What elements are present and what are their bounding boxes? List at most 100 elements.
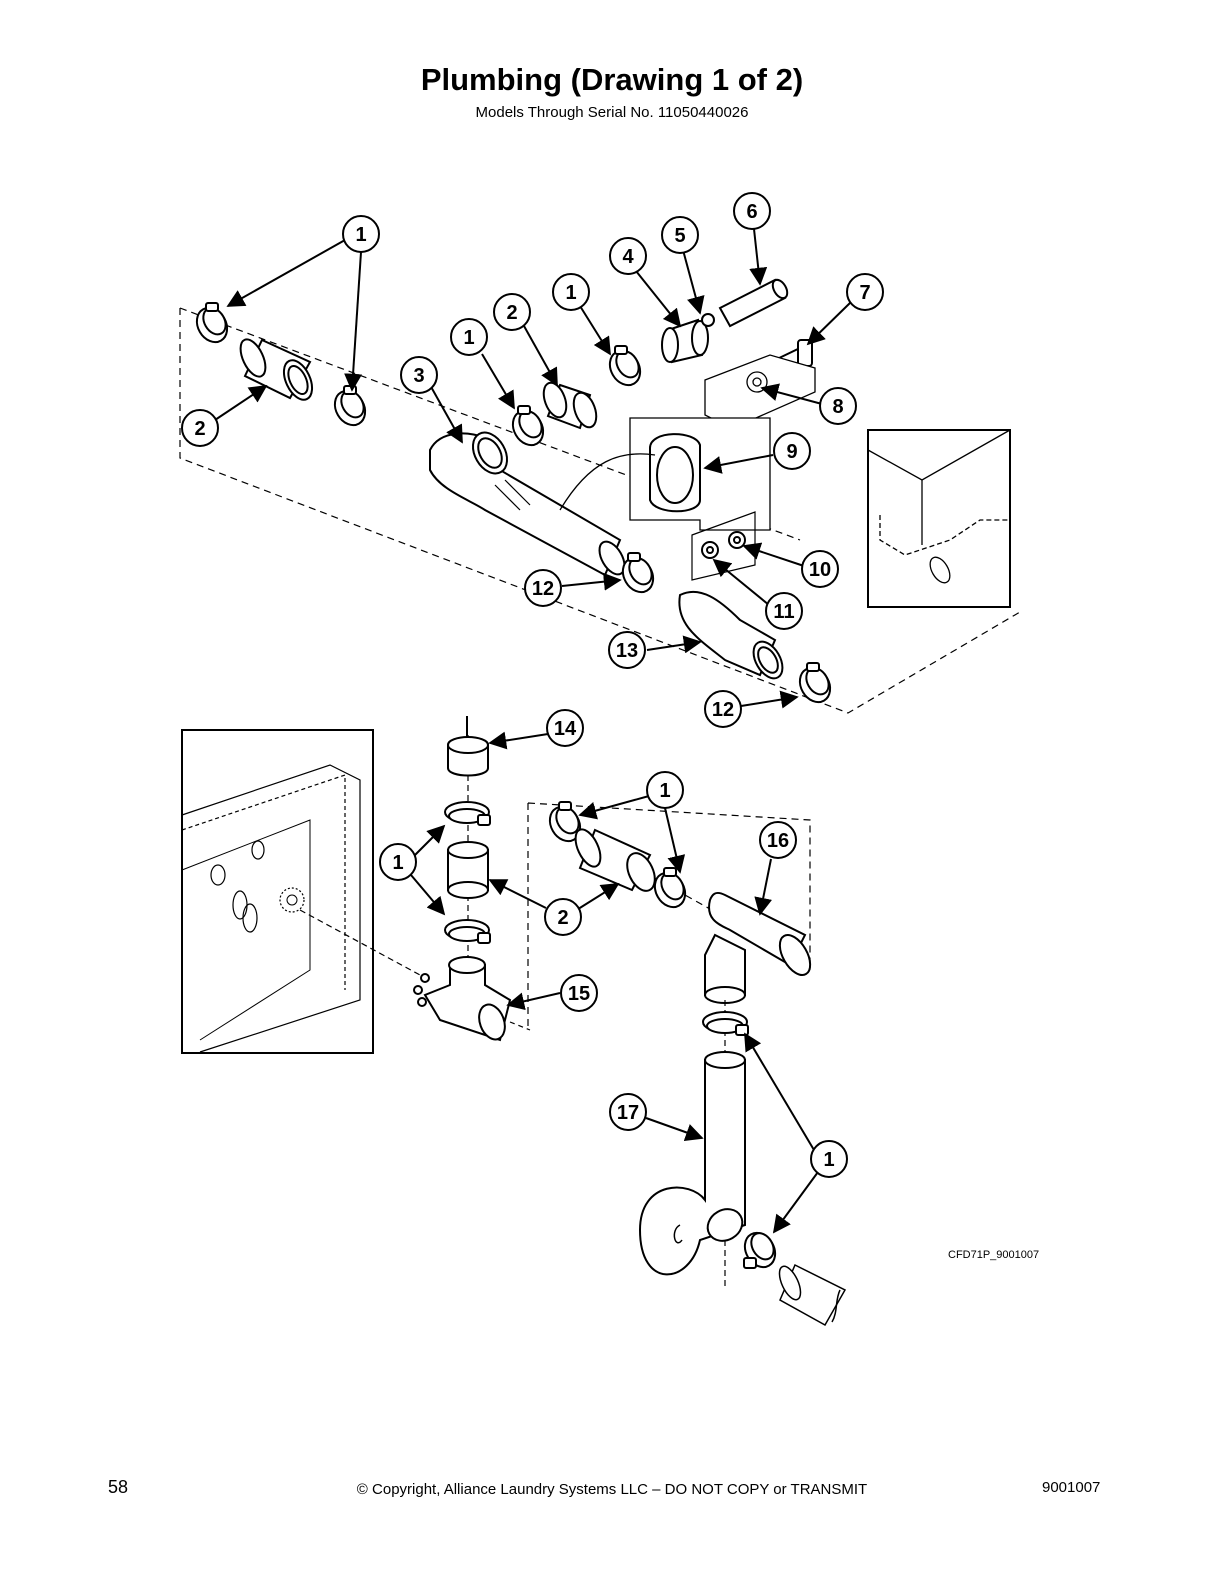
drain-pipe-part (778, 1263, 847, 1327)
callout-16: 16 (759, 821, 797, 859)
upper-assembly-outline (179, 307, 1021, 714)
callout-label: 9 (786, 441, 797, 463)
callout-1: 1 (342, 215, 380, 253)
callout-circle (400, 356, 438, 394)
callout-15: 15 (560, 974, 598, 1012)
callout-label: 10 (809, 559, 831, 581)
plug-part (447, 716, 489, 777)
callout-label: 1 (392, 852, 403, 874)
callout-1: 1 (646, 771, 684, 809)
callout-circle (765, 592, 803, 630)
leader-lines (214, 228, 852, 1234)
callout-circle (846, 273, 884, 311)
callout-circle (733, 192, 771, 230)
hose-clamp-part (511, 405, 545, 447)
callout-10: 10 (801, 550, 839, 588)
callout-circle (759, 821, 797, 859)
inset-detail-left (181, 729, 421, 1054)
callout-label: 15 (568, 983, 590, 1005)
hose-clamp-part (444, 801, 491, 826)
callout-12: 12 (704, 690, 742, 728)
callout-circle (801, 550, 839, 588)
callout-9: 9 (773, 432, 811, 470)
callout-12: 12 (524, 569, 562, 607)
callout-14: 14 (546, 709, 584, 747)
callout-label: 14 (554, 718, 577, 740)
page-number: 58 (108, 1477, 129, 1497)
callout-circle (704, 690, 742, 728)
callout-label: 7 (859, 282, 870, 304)
callout-circle (810, 1140, 848, 1178)
callout-circle (773, 432, 811, 470)
callout-label: 13 (616, 640, 638, 662)
page-title: Plumbing (Drawing 1 of 2) (420, 62, 804, 97)
callout-8: 8 (819, 387, 857, 425)
hose-clamp-part (621, 552, 655, 594)
reducer-hose-part (678, 590, 784, 680)
callout-7: 7 (846, 273, 884, 311)
callout-label: 5 (674, 225, 685, 247)
hose-clamp-part (653, 867, 687, 909)
coupling-hose-part (447, 841, 489, 899)
callout-label: 1 (659, 780, 670, 802)
drawing-code: CFD71P_9001007 (948, 1249, 1040, 1261)
hose-clamp-part (743, 1231, 777, 1269)
callout-label: 4 (622, 246, 634, 268)
callout-17: 17 (609, 1093, 647, 1131)
callout-1: 1 (450, 318, 488, 356)
elbow-pipe-part (429, 431, 626, 577)
end-cap-part (661, 318, 709, 364)
callout-label: 2 (194, 418, 205, 440)
callout-circle (450, 318, 488, 356)
hose-clamp-part (195, 302, 229, 344)
callout-label: 16 (767, 830, 789, 852)
tube-part (718, 278, 789, 328)
callout-11: 11 (765, 592, 803, 630)
callout-label: 11 (773, 601, 794, 623)
callout-circle (546, 709, 584, 747)
callout-circle (493, 293, 531, 331)
page-subtitle: Models Through Serial No. 11050440026 (475, 104, 749, 121)
upper-parts (195, 278, 832, 704)
callout-circle (609, 237, 647, 275)
lower-parts (413, 716, 847, 1327)
standpipe-part (638, 1051, 746, 1276)
ring-part (701, 313, 715, 327)
coupling-hose-part (574, 828, 656, 892)
hose-clamp-part (548, 801, 582, 843)
nut-part (701, 541, 719, 559)
hose-clamp-part (798, 662, 832, 704)
callout-circle (819, 387, 857, 425)
callout-1: 1 (379, 843, 417, 881)
callout-circle (608, 631, 646, 669)
document-number: 9001007 (1042, 1479, 1101, 1496)
callout-13: 13 (608, 631, 646, 669)
callout-2: 2 (493, 293, 531, 331)
callout-2: 2 (544, 898, 582, 936)
callout-label: 1 (463, 327, 474, 349)
callout-circle (646, 771, 684, 809)
callout-label: 2 (557, 907, 568, 929)
callout-circle (544, 898, 582, 936)
coupling-hose-part (542, 381, 598, 430)
callout-label: 12 (712, 699, 734, 721)
callout-circle (342, 215, 380, 253)
callout-2: 2 (181, 409, 219, 447)
callout-4: 4 (609, 237, 647, 275)
callout-circle (524, 569, 562, 607)
tee-pipe-part (704, 891, 812, 1004)
washer-part (728, 531, 746, 549)
callout-label: 12 (532, 578, 554, 600)
callout-circle (552, 273, 590, 311)
callout-label: 2 (506, 302, 517, 324)
callout-label: 1 (823, 1149, 834, 1171)
callout-label: 1 (355, 224, 366, 246)
callout-circle (181, 409, 219, 447)
callout-3: 3 (400, 356, 438, 394)
callout-label: 3 (413, 365, 424, 387)
callout-circle (379, 843, 417, 881)
detail-panel-9 (559, 417, 771, 531)
callout-1: 1 (810, 1140, 848, 1178)
